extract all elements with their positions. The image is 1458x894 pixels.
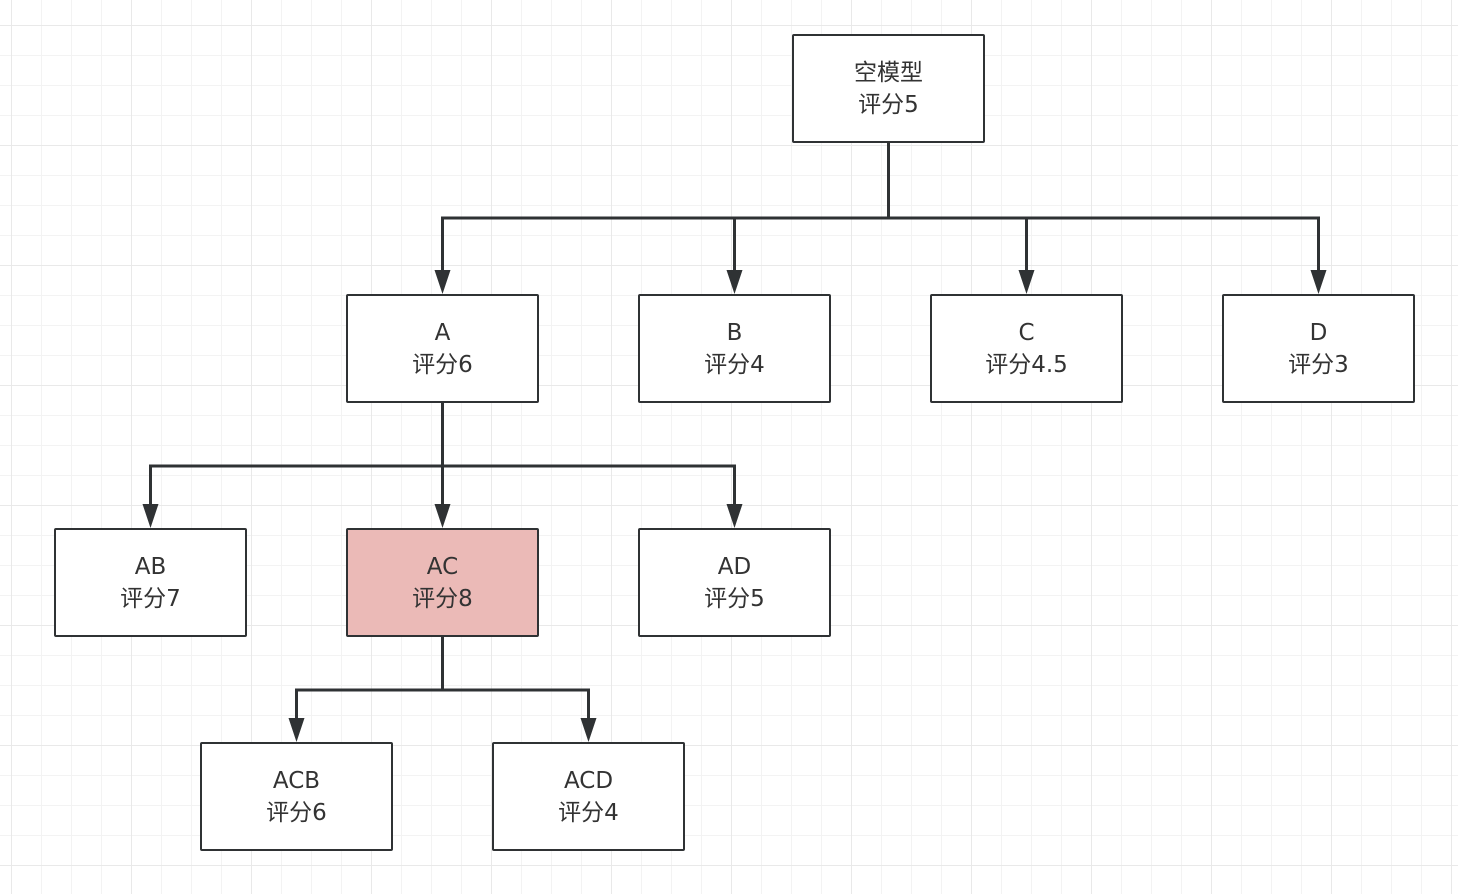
- node-ad[interactable]: AD 评分5: [638, 528, 831, 637]
- node-label: D: [1309, 319, 1328, 346]
- edge-root-d: [888, 216, 1320, 272]
- edge-ac-acb: [295, 688, 443, 720]
- edge-root-c: [888, 216, 1028, 272]
- node-score: 评分4: [704, 351, 765, 378]
- node-d[interactable]: D 评分3: [1222, 294, 1415, 403]
- node-score: 评分4: [558, 799, 619, 826]
- node-ab[interactable]: AB 评分7: [54, 528, 247, 637]
- arrowhead-icon: [726, 504, 743, 528]
- node-label: ACB: [272, 767, 321, 794]
- node-score: 评分5: [704, 585, 765, 612]
- node-label: C: [1018, 319, 1035, 346]
- arrowhead-icon: [434, 270, 451, 294]
- arrowhead-icon: [434, 504, 451, 528]
- arrowhead-icon: [580, 718, 597, 742]
- node-label: AC: [426, 553, 459, 580]
- node-a[interactable]: A 评分6: [346, 294, 539, 403]
- node-label: AB: [134, 553, 167, 580]
- node-label: ACD: [563, 767, 614, 794]
- arrowhead-icon: [726, 270, 743, 294]
- edge-a-ab: [149, 464, 443, 506]
- edge-root-b: [733, 216, 889, 272]
- edge-a-ad: [442, 464, 736, 506]
- arrowhead-icon: [1310, 270, 1327, 294]
- node-root[interactable]: 空模型 评分5: [792, 34, 985, 143]
- node-b[interactable]: B 评分4: [638, 294, 831, 403]
- node-label: B: [726, 319, 743, 346]
- node-acb[interactable]: ACB 评分6: [200, 742, 393, 851]
- arrowhead-icon: [1018, 270, 1035, 294]
- edge-ac-acd: [442, 688, 590, 720]
- node-score: 评分4.5: [985, 351, 1068, 378]
- node-score: 评分8: [412, 585, 473, 612]
- node-label: AD: [717, 553, 752, 580]
- node-label: 空模型: [854, 59, 923, 86]
- node-label: A: [434, 319, 451, 346]
- node-c[interactable]: C 评分4.5: [930, 294, 1123, 403]
- node-acd[interactable]: ACD 评分4: [492, 742, 685, 851]
- node-score: 评分5: [858, 91, 919, 118]
- node-score: 评分6: [266, 799, 327, 826]
- edge-root-a: [441, 216, 889, 272]
- arrowhead-icon: [288, 718, 305, 742]
- node-score: 评分3: [1288, 351, 1349, 378]
- arrowhead-icon: [142, 504, 159, 528]
- node-score: 评分7: [120, 585, 181, 612]
- node-ac[interactable]: AC 评分8: [346, 528, 539, 637]
- node-score: 评分6: [412, 351, 473, 378]
